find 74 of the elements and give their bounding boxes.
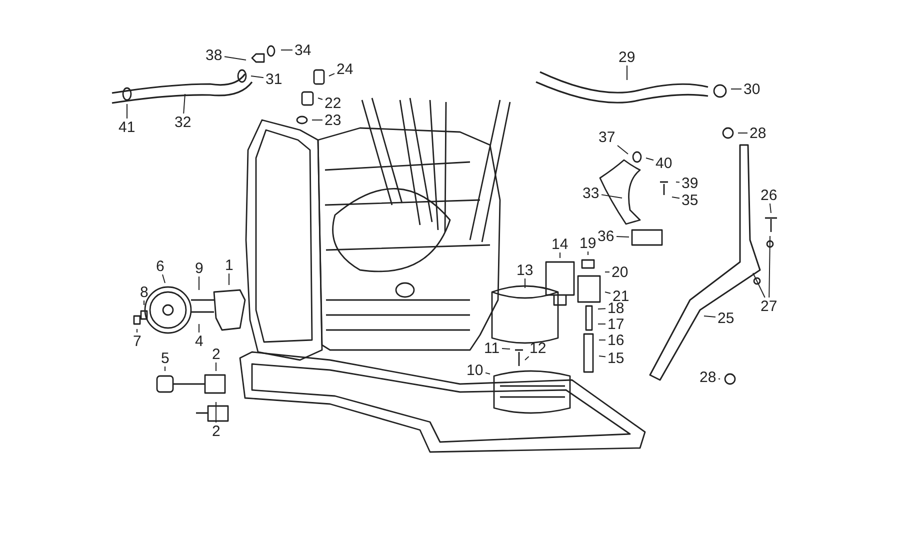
callout-number: 15 bbox=[608, 350, 624, 366]
callout-number: 7 bbox=[133, 334, 142, 348]
callout-number: 4 bbox=[195, 334, 204, 348]
callout-number: 5 bbox=[161, 350, 170, 366]
callout-number: 11 bbox=[484, 340, 500, 356]
callout-number: 24 bbox=[336, 62, 354, 76]
leader-line bbox=[162, 274, 166, 284]
callout-number: 20 bbox=[612, 264, 628, 280]
callout-number: 40 bbox=[656, 156, 672, 170]
leader-line bbox=[626, 65, 628, 80]
leader-line bbox=[738, 132, 748, 134]
callout-number: 16 bbox=[608, 332, 624, 348]
leader-line bbox=[250, 76, 264, 78]
leader-line bbox=[136, 328, 138, 333]
leader-line bbox=[502, 348, 510, 350]
callout-number: 36 bbox=[598, 228, 614, 244]
leader-line bbox=[328, 73, 335, 76]
leader-line bbox=[198, 276, 200, 290]
leader-line bbox=[598, 356, 606, 358]
callout-number: 41 bbox=[118, 120, 136, 134]
leader-line bbox=[318, 98, 323, 100]
leader-line bbox=[704, 316, 716, 318]
callout-number: 29 bbox=[618, 50, 636, 64]
leader-line bbox=[524, 356, 530, 360]
leader-line bbox=[646, 158, 654, 161]
leader-line bbox=[769, 203, 772, 214]
leader-line bbox=[752, 272, 766, 298]
leader-line bbox=[183, 94, 186, 114]
callout-number: 6 bbox=[156, 258, 164, 274]
leader-line bbox=[601, 194, 622, 198]
leader-line bbox=[672, 196, 680, 199]
callout-number: 14 bbox=[552, 236, 568, 252]
callout-number: 33 bbox=[582, 186, 600, 200]
callout-number: 27 bbox=[760, 298, 778, 314]
leader-line bbox=[768, 236, 770, 298]
callout-number: 12 bbox=[530, 340, 546, 356]
callout-number: 28 bbox=[700, 370, 716, 384]
leader-line bbox=[126, 104, 128, 119]
callout-number: 38 bbox=[206, 48, 222, 62]
leader-line bbox=[730, 88, 742, 90]
callout-number: 9 bbox=[195, 260, 204, 276]
callout-number: 17 bbox=[608, 316, 624, 332]
callout-number: 23 bbox=[324, 112, 342, 128]
leader-line bbox=[598, 308, 606, 310]
leader-line bbox=[604, 292, 611, 294]
callout-number: 1 bbox=[225, 258, 234, 272]
leader-line bbox=[676, 182, 680, 183]
callout-number: 34 bbox=[294, 42, 312, 58]
callout-number: 30 bbox=[744, 82, 760, 96]
leader-line bbox=[228, 273, 230, 286]
callout-number: 10 bbox=[466, 362, 484, 378]
leader-line bbox=[616, 236, 630, 238]
callout-number: 2 bbox=[212, 424, 220, 438]
callout-number: 28 bbox=[750, 126, 766, 140]
callout-number: 18 bbox=[608, 300, 624, 316]
callout-number: 26 bbox=[760, 188, 778, 202]
leader-line bbox=[164, 366, 166, 372]
leader-line bbox=[485, 372, 490, 374]
leader-line bbox=[224, 56, 246, 60]
leader-line bbox=[524, 278, 526, 288]
callout-number: 22 bbox=[324, 96, 342, 110]
callout-number: 13 bbox=[516, 262, 534, 278]
callout-number: 25 bbox=[718, 310, 734, 326]
leader-line bbox=[617, 145, 628, 154]
callout-number: 31 bbox=[266, 72, 282, 86]
callout-number: 37 bbox=[598, 130, 616, 144]
callout-number: 39 bbox=[682, 176, 698, 190]
callout-number: 21 bbox=[612, 288, 630, 304]
callout-number: 8 bbox=[140, 284, 148, 300]
callout-number: 32 bbox=[174, 114, 192, 130]
callout-number: 35 bbox=[682, 192, 698, 208]
callout-number: 2 bbox=[212, 346, 220, 362]
callout-number: 19 bbox=[580, 236, 596, 250]
leader-line bbox=[198, 324, 200, 333]
